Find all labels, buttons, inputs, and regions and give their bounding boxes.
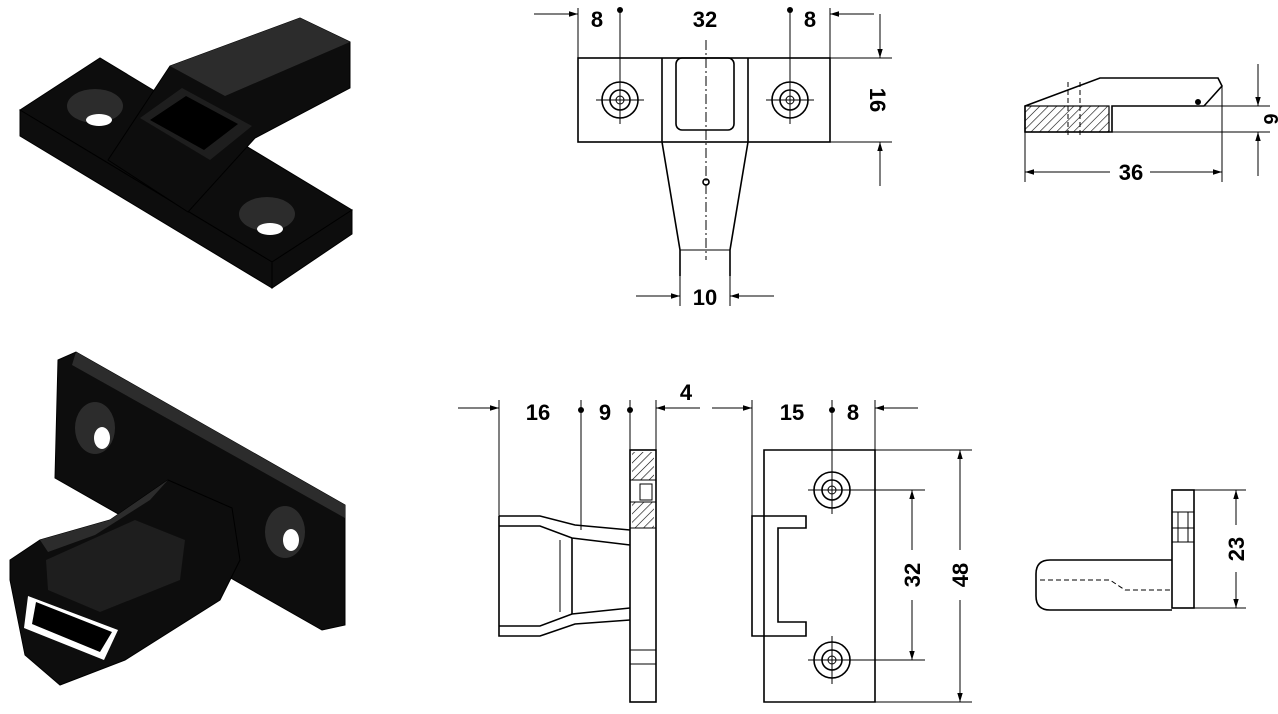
dim-top-center: 32 bbox=[693, 7, 717, 32]
dim-top-left: 8 bbox=[591, 7, 603, 32]
dim-side-4: 4 bbox=[680, 380, 693, 405]
tongue-outline bbox=[661, 141, 749, 276]
bottom-front-view-drawing: 15 8 32 48 bbox=[712, 400, 973, 703]
bottom-side-view-drawing: 16 9 4 bbox=[458, 380, 700, 703]
front-screw-hole-bottom bbox=[808, 636, 856, 684]
dim-side-length: 36 bbox=[1119, 160, 1143, 185]
screw-hole-right bbox=[766, 76, 814, 124]
dim-front-8: 8 bbox=[847, 400, 859, 425]
screw-hole-left bbox=[596, 76, 644, 124]
back-plate-outline bbox=[629, 449, 657, 703]
small-arm-outline bbox=[1035, 559, 1172, 611]
hook-outline bbox=[751, 515, 807, 637]
bottom-small-view-drawing: 23 bbox=[1035, 489, 1249, 611]
channel-recess bbox=[675, 57, 735, 131]
section-hatch bbox=[1024, 105, 1110, 133]
dim-side-9: 9 bbox=[599, 400, 611, 425]
dim-side-height: 6 bbox=[1259, 113, 1278, 124]
dim-front-48: 48 bbox=[948, 563, 973, 587]
product-photo-bottom bbox=[9, 351, 346, 686]
channel-walls bbox=[661, 58, 749, 142]
dim-front-32: 32 bbox=[900, 563, 925, 587]
front-plate-outline bbox=[763, 449, 876, 703]
dim-small-23: 23 bbox=[1224, 537, 1249, 561]
top-side-view-drawing: 36 6 bbox=[1024, 64, 1278, 185]
dim-side-16: 16 bbox=[526, 400, 550, 425]
dim-front-15: 15 bbox=[780, 400, 804, 425]
top-view-drawing: 8 32 8 16 10 bbox=[534, 7, 892, 310]
small-plate-outline bbox=[1171, 489, 1195, 609]
arm-outline bbox=[498, 515, 631, 637]
dim-top-right: 8 bbox=[804, 7, 816, 32]
product-photo-top bbox=[19, 17, 353, 289]
dim-top-height: 16 bbox=[865, 88, 890, 112]
front-screw-hole-top bbox=[808, 466, 856, 514]
dim-top-width: 10 bbox=[693, 285, 717, 310]
